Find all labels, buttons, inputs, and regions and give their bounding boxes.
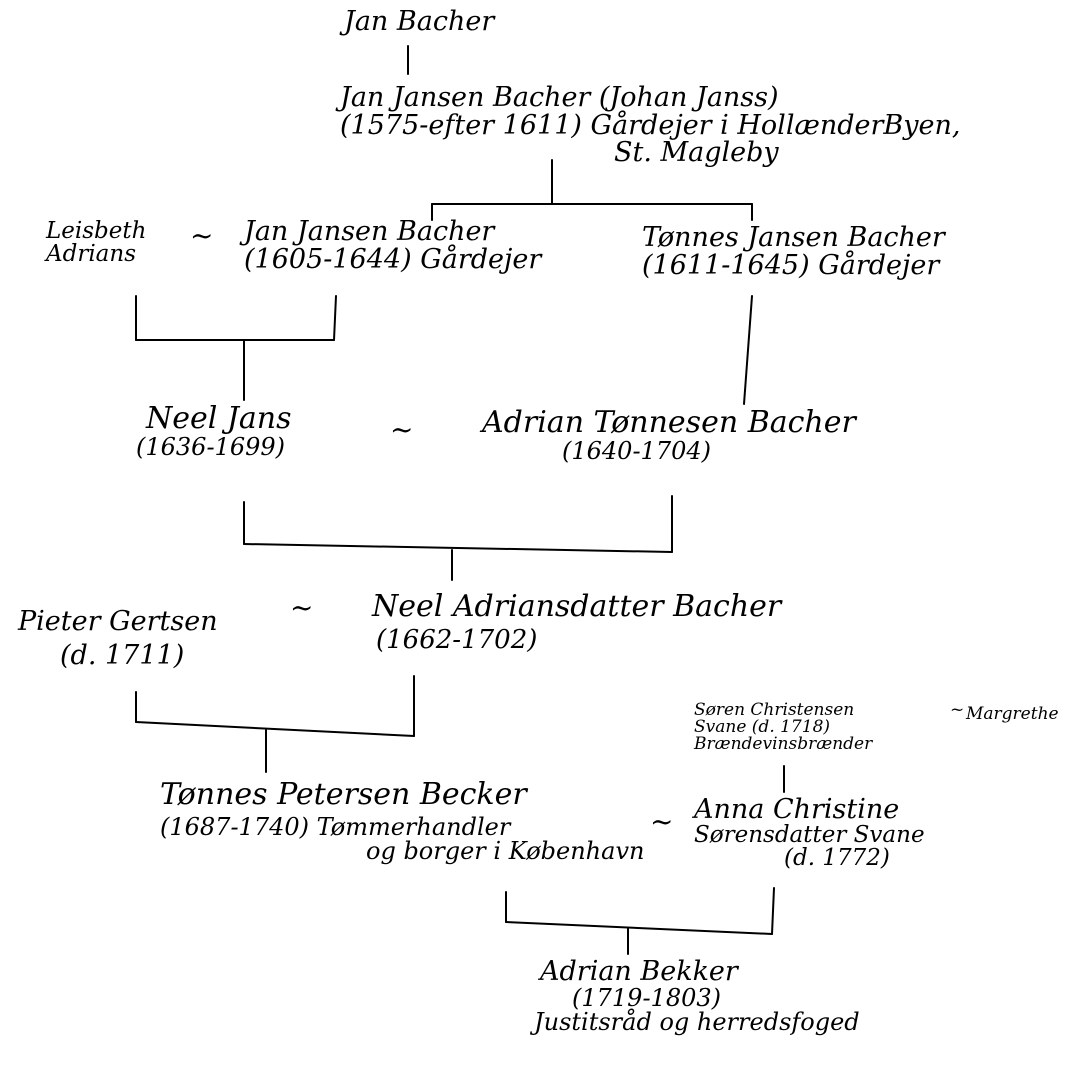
marriage-symbol: ~ [290,591,314,624]
person-leisbeth-adrians: Leisbeth Adrians [46,218,147,268]
marriage-symbol: ~ [190,219,214,252]
person-occupation: Brændevinsbrænder [694,734,873,754]
person-jan-jansen-bacher-jr: Jan Jansen Bacher (1605-1644) Gårdejer [244,218,541,273]
person-name: Jan Jansen Bacher (Johan Janss) [340,82,779,113]
person-detail: (1687-1740) Tømmerhandler [160,812,511,841]
person-anna-christine: Anna Christine Sørensdatter Svane (d. 17… [694,796,925,870]
person-occupation: Justitsråd og herredsfoged [534,1008,860,1036]
person-name: Jan Jansen Bacher [244,216,495,247]
person-pieter-gertsen: Pieter Gertsen (d. 1711) [18,608,218,669]
person-name: Leisbeth [46,218,147,244]
connector-line [333,295,337,341]
person-detail: (1575-efter 1611) Gårdejer i HollænderBy… [340,109,961,141]
person-tonnes-jansen-bacher: Tønnes Jansen Bacher (1611-1645) Gårdeje… [642,224,945,279]
person-surname: Adrians [46,241,137,268]
person-soren-christensen-svane: Søren Christensen Svane (d. 1718) Brænde… [694,702,872,753]
marriage-symbol: ~ [390,413,414,446]
person-neel-adriansdatter-bacher: Neel Adriansdatter Bacher (1662-1702) [372,589,782,655]
person-adrian-bekker: Adrian Bekker (1719-1803) Justitsråd og … [534,956,860,1036]
person-name: Anna Christine [694,794,900,825]
connector-line [135,721,415,737]
person-dates: (1640-1704) [562,436,711,465]
marriage-symbol: ~ [950,700,965,720]
person-name: Tønnes Jansen Bacher [642,222,945,253]
connector-line [243,543,673,553]
person-name: Adrian Bekker [540,956,738,987]
connector-line [743,295,753,405]
person-name: Søren Christensen [694,700,855,720]
person-dates: (d. 1772) [784,844,890,871]
person-name: Jan Bacher [344,6,495,37]
person-detail: Svane (d. 1718) [694,717,831,737]
person-place: St. Magleby [614,137,779,169]
person-dates: (1662-1702) [376,624,538,655]
connector-line [505,921,773,935]
person-neel-jans: Neel Jans (1636-1699) [136,401,292,461]
person-adrian-tonnesen-bacher: Adrian Tønnesen Bacher (1640-1704) [482,405,856,465]
person-name: Neel Jans [146,401,292,436]
person-detail: (1611-1645) Gårdejer [642,249,940,281]
person-jan-bacher: Jan Bacher [344,8,494,36]
person-detail: Sørensdatter Svane [694,821,925,848]
connector-line [771,887,775,935]
person-name: Pieter Gertsen [18,606,218,637]
person-name: Margrethe [966,704,1059,724]
person-dates: (1719-1803) [572,983,721,1012]
person-name: Neel Adriansdatter Bacher [372,589,782,624]
person-jan-jansen-bacher-sr: Jan Jansen Bacher (Johan Janss) (1575-ef… [340,84,960,167]
person-detail-2: og borger i København [366,837,645,866]
person-dates: (d. 1711) [60,639,185,671]
person-tonnes-petersen-becker: Tønnes Petersen Becker (1687-1740) Tømme… [160,777,645,866]
person-name: Tønnes Petersen Becker [160,777,527,812]
person-detail: (1605-1644) Gårdejer [244,243,542,275]
person-name: Adrian Tønnesen Bacher [482,405,856,440]
marriage-symbol: ~ [650,805,674,838]
person-margrethe: Margrethe [966,706,1059,723]
person-dates: (1636-1699) [136,432,285,461]
